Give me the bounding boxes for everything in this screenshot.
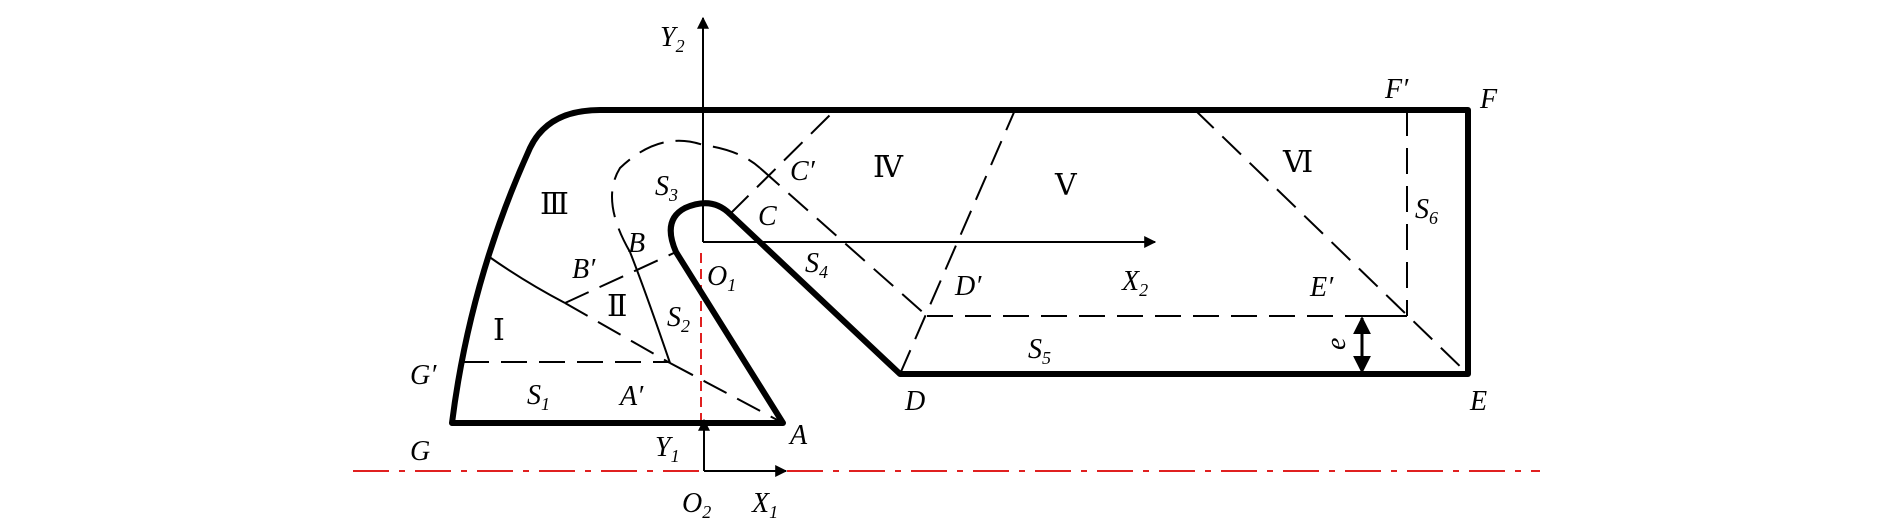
region-5: Ⅴ — [1054, 169, 1078, 202]
segment-s5: S5 — [1028, 334, 1051, 368]
region-2: Ⅱ — [607, 290, 627, 323]
outer-contour — [449, 107, 1471, 426]
point-d: D — [904, 386, 925, 417]
point-e-prime: E′ — [1309, 272, 1334, 303]
line-d-to-top — [899, 109, 1016, 375]
label-o1: O1 — [707, 261, 736, 295]
line-c-to-top — [729, 109, 836, 215]
point-g-prime: G′ — [410, 360, 437, 391]
point-f-prime: F′ — [1384, 74, 1409, 105]
line-aprime-a — [669, 362, 784, 424]
segment-s6: S6 — [1415, 194, 1438, 228]
point-c: C — [758, 201, 777, 232]
segment-s3: S3 — [655, 171, 678, 205]
line-top-to-e — [1194, 109, 1469, 375]
point-c-prime: C′ — [790, 156, 816, 187]
label-x2: X2 — [1121, 266, 1148, 300]
line-b-aprime — [564, 302, 671, 364]
label-y1: Y1 — [655, 432, 680, 466]
point-g: G — [410, 436, 430, 467]
region-4: Ⅳ — [873, 151, 904, 184]
arc-b-to-bprime — [629, 251, 671, 364]
point-f: F — [1479, 84, 1498, 115]
point-e: E — [1469, 386, 1487, 417]
label-y2: Y2 — [660, 22, 685, 56]
region-6: Ⅵ — [1282, 146, 1313, 179]
label-x1: X1 — [751, 488, 778, 522]
segment-s2: S2 — [667, 302, 690, 336]
segment-s4: S4 — [805, 248, 828, 282]
point-a-prime: A′ — [618, 381, 644, 412]
region-1: Ⅰ — [493, 314, 505, 347]
point-a: A — [788, 420, 808, 451]
region-boundary-1-3 — [487, 255, 566, 304]
offset-label: e — [1321, 338, 1352, 350]
segment-s1: S1 — [527, 380, 550, 414]
region-3: Ⅲ — [540, 188, 569, 221]
point-d-prime: D′ — [954, 271, 982, 302]
point-b-prime: B′ — [572, 254, 596, 285]
line-bprime-b — [564, 251, 677, 304]
label-o2: O2 — [682, 488, 711, 522]
point-b: B — [628, 228, 645, 259]
s3-arc — [611, 139, 761, 253]
